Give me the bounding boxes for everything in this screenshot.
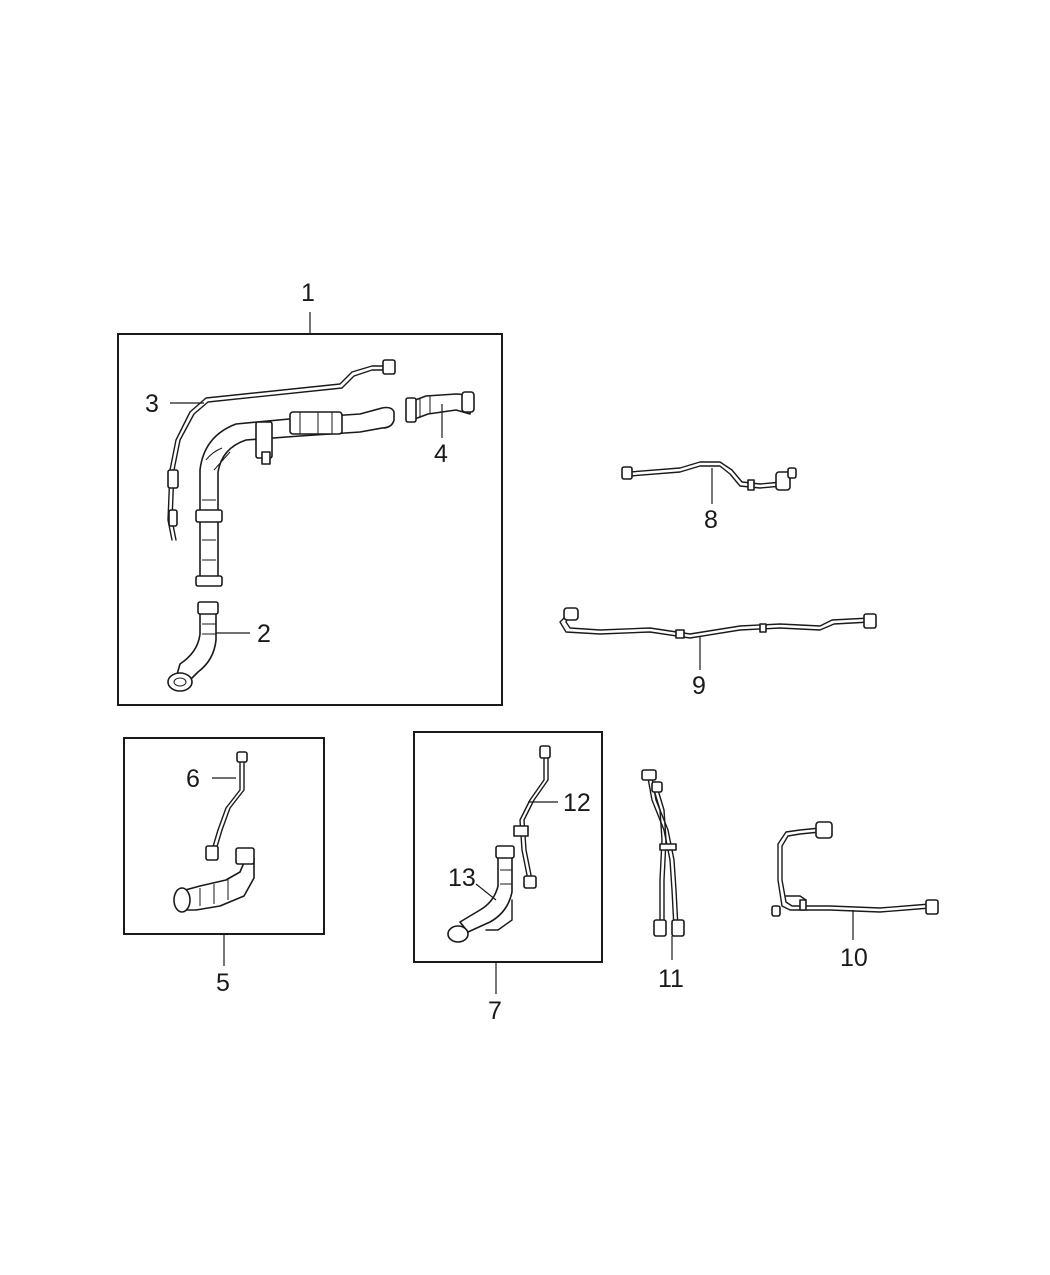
callout-6: 6: [186, 765, 200, 793]
callout-10: 10: [840, 944, 868, 972]
callout-2: 2: [257, 620, 271, 648]
callout-5: 5: [216, 969, 230, 997]
callout-13: 13: [448, 864, 476, 892]
callout-3: 3: [145, 390, 159, 418]
leader-13: [475, 883, 497, 901]
callout-9: 9: [692, 672, 706, 700]
part-9-fuel-line: [559, 607, 877, 639]
part-12-vent-tube: [513, 745, 551, 889]
part-2-lower-hose: [167, 601, 219, 692]
part-10-fuel-line: [771, 821, 939, 917]
part-6-vent-tube: [205, 751, 248, 861]
callout-8: 8: [704, 506, 718, 534]
callout-12: 12: [563, 789, 591, 817]
part-4-connector-hose: [405, 391, 475, 423]
callout-11: 11: [658, 965, 684, 993]
filler-neck-5: [173, 847, 255, 913]
filler-tube-main: [195, 406, 395, 587]
part-11-fuel-lines: [641, 769, 685, 937]
assembly-box-7: [413, 731, 603, 963]
callout-7: 7: [488, 997, 502, 1025]
callout-4: 4: [434, 440, 448, 468]
part-8-fuel-line: [621, 461, 797, 491]
part-3-vent-tube: [167, 359, 396, 541]
part-13-filler-neck: [447, 845, 515, 943]
callout-1: 1: [301, 279, 315, 307]
